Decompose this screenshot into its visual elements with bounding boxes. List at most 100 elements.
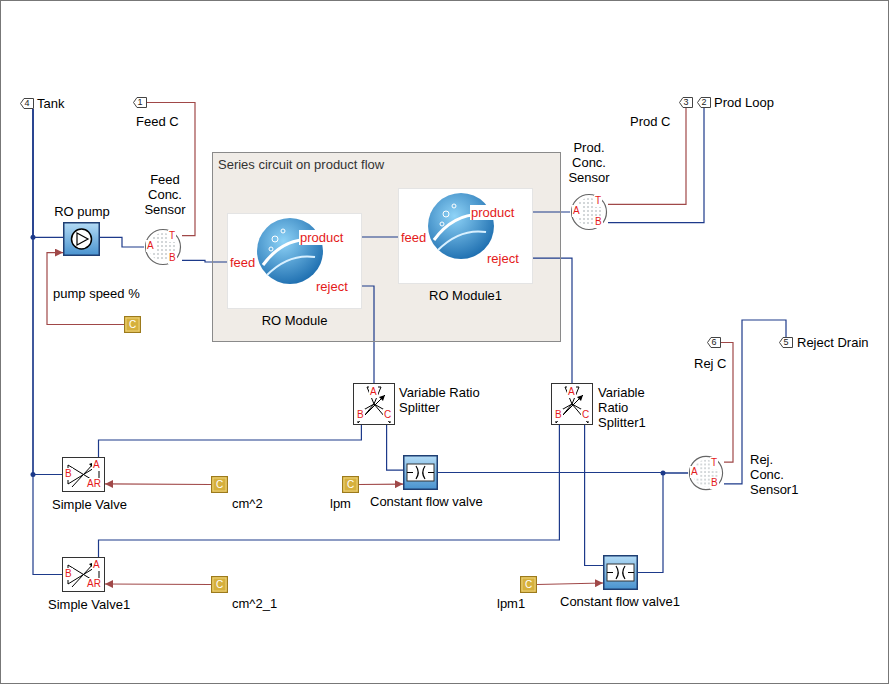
pin-label: A (92, 559, 101, 571)
pipe-line (387, 425, 403, 470)
pipe-line (182, 260, 227, 262)
node-label: Constant flow valve (370, 494, 483, 509)
pump-symbol (64, 223, 100, 256)
pipe-line (638, 473, 688, 573)
node-label: cm^2_1 (232, 596, 277, 611)
signal-line (359, 484, 403, 486)
pin-label: C (383, 409, 392, 421)
flow-valve-symbol (604, 556, 638, 590)
sensor: Feed Conc. SensorATB (137, 172, 194, 267)
pin-label: B (356, 409, 365, 421)
node-label: Prod Loop (714, 95, 774, 110)
pipe-line (533, 211, 570, 212)
node-label: Variable Ratio Splitter (399, 385, 491, 415)
constant-symbol (125, 317, 141, 333)
pin-label: feed (229, 255, 256, 270)
pin-label: T (168, 230, 176, 242)
port-terminal: 4Tank (20, 96, 66, 112)
ro-module-symbol (228, 214, 362, 309)
valve-symbol (63, 558, 105, 592)
node-label: Variable Ratio Splitter1 (598, 385, 656, 430)
node-label: Prod C (630, 114, 670, 129)
node-label: 5 (779, 337, 793, 348)
icon-area (603, 555, 638, 590)
region-band: Series circuit on product flow feed produc… (213, 153, 560, 341)
node-label: Rej C (694, 356, 727, 371)
signal-line (608, 108, 686, 204)
band-fill (213, 153, 560, 341)
icon-area (63, 222, 100, 256)
port-terminal: 3Prod C (630, 97, 694, 130)
pin-label: reject (315, 279, 349, 294)
node-label: 1 (133, 97, 147, 108)
constant-block: Ccm^2 (211, 476, 264, 512)
signal-line (105, 483, 211, 485)
node-label: C (124, 317, 141, 332)
pin-label: A (146, 240, 155, 252)
pin-label: T (710, 457, 718, 469)
sensor-symbol (689, 456, 722, 489)
node-label: 3 (679, 97, 693, 108)
pin-label: feed (400, 230, 427, 245)
sensor-symbol (572, 195, 607, 230)
flow-valve: Constant flow valve1 (560, 555, 681, 610)
ro-module-symbol (399, 189, 533, 284)
sensor: Prod. Conc. SensorATB (563, 140, 616, 232)
splitter-symbol (552, 384, 593, 425)
node-label: C (520, 577, 537, 592)
port-terminal: 6Rej C (694, 337, 728, 372)
port-symbol (680, 98, 693, 108)
node-label: C (342, 477, 359, 492)
pipe-line (99, 425, 560, 557)
icon-area (403, 455, 438, 490)
pin-label: reject (486, 251, 520, 266)
flow-valve: Constant flow valve (370, 455, 484, 510)
ro-module: feed product reject RO Module (227, 213, 363, 329)
node-label: C (211, 477, 228, 492)
port-symbol (698, 98, 711, 108)
node-label: pump speed % (53, 286, 140, 301)
sensor: Rej. Conc. Sensor1ATB (688, 452, 807, 498)
pin-label: B (710, 477, 719, 489)
splitter: Variable Ratio Splitter1ABC (551, 383, 657, 431)
node-label: Constant flow valve1 (560, 594, 680, 609)
node-label: lpm (330, 496, 351, 511)
node-label: Series circuit on product flow (218, 157, 384, 172)
node-label: 4 (20, 98, 34, 109)
constant-block: Cpump speed % (53, 286, 142, 334)
constant-symbol (212, 577, 228, 593)
constant-symbol (521, 577, 537, 593)
pin-label: T (594, 195, 602, 207)
pipe-line (362, 236, 398, 237)
valve: Simple ValveBAAR (52, 457, 128, 513)
valve: Simple Valve1BAAR (48, 557, 132, 613)
pin-label: A (369, 386, 378, 398)
node-label: Reject Drain (797, 335, 869, 350)
node-label: Rej. Conc. Sensor1 (750, 452, 806, 497)
pin-label: A (92, 459, 101, 471)
node-label: C (211, 577, 228, 592)
node-label: Simple Valve1 (48, 597, 130, 612)
pin-label: product (299, 230, 344, 245)
port-symbol (780, 338, 793, 348)
constant-symbol (343, 477, 359, 493)
pipe-line (533, 258, 572, 383)
node-label: RO pump (42, 204, 122, 219)
port-symbol (134, 98, 147, 108)
constant-block: Ccm^2_1 (211, 576, 279, 612)
pin-label: B (64, 468, 73, 480)
splitter-symbol (354, 384, 395, 425)
node-label: 2 (697, 97, 711, 108)
sensor-symbol (146, 230, 181, 265)
node-label: RO Module (227, 313, 362, 328)
pin-label: A (567, 386, 576, 398)
constant-block: Clpm (330, 476, 360, 512)
pin-label: AR (86, 478, 102, 490)
pipe-line (585, 425, 603, 566)
pipe-line (608, 108, 704, 223)
signal-line (105, 583, 211, 585)
pipe-line (99, 425, 362, 457)
port-terminal: 5 Reject Drain (779, 335, 870, 351)
